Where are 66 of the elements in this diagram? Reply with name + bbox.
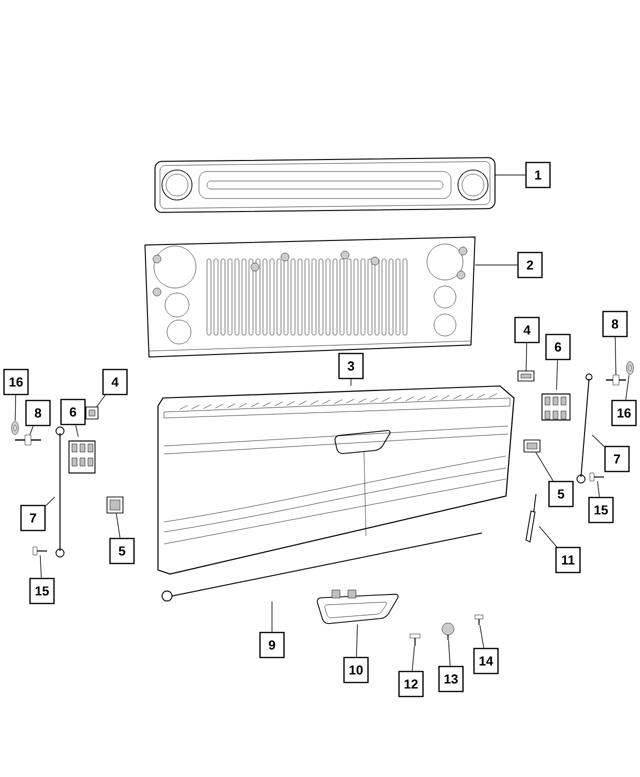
leader-line	[96, 394, 106, 408]
callout-number: 7	[604, 446, 630, 472]
leader-line	[614, 336, 616, 376]
leader-line	[480, 624, 484, 648]
bolt-drawing	[32, 546, 48, 556]
callout-number: 7	[20, 504, 46, 532]
leader-line	[30, 426, 34, 436]
callout-number: 14	[473, 648, 499, 674]
leader-line	[14, 394, 16, 422]
clip-drawing	[524, 440, 540, 452]
leader-line	[597, 480, 600, 498]
clip-drawing	[86, 406, 98, 420]
callout-number: 8	[25, 400, 51, 426]
leader-line	[474, 264, 518, 266]
screw-drawing	[410, 634, 420, 646]
callout-number: 6	[60, 398, 86, 426]
tailgate-drawing	[157, 385, 515, 575]
leader-line	[116, 512, 120, 538]
washer-drawing	[11, 421, 19, 435]
leader-line	[538, 526, 558, 548]
screw-drawing	[474, 614, 484, 626]
leader-line	[625, 374, 630, 400]
leader-line	[40, 554, 42, 578]
pin-drawing	[606, 374, 626, 386]
cable-drawing	[56, 426, 64, 558]
leader-line	[350, 378, 352, 386]
callout-number: 5	[109, 538, 135, 564]
callout-number: 3	[338, 352, 364, 380]
callout-number: 2	[517, 252, 543, 278]
callout-number: 10	[343, 656, 369, 684]
latch-drawing	[542, 394, 570, 420]
leader-line	[45, 496, 56, 506]
callout-number: 15	[29, 578, 55, 604]
leader-line	[356, 624, 358, 658]
leader-line	[535, 452, 554, 482]
latch-drawing	[68, 440, 96, 474]
washer-drawing	[626, 361, 634, 375]
leader-line	[448, 640, 450, 666]
leader-line	[526, 342, 528, 372]
clip-drawing	[106, 496, 124, 514]
leader-line	[412, 646, 415, 672]
callout-number: 11	[555, 546, 581, 574]
nut-drawing	[442, 622, 454, 640]
leader-line	[592, 434, 605, 448]
leader-line	[494, 174, 526, 176]
callout-number: 8	[602, 310, 628, 338]
callout-number: 4	[514, 316, 540, 344]
callout-number: 1	[525, 162, 551, 188]
handle-drawing	[316, 590, 399, 624]
callout-number: 6	[545, 334, 571, 360]
callout-number: 12	[398, 670, 424, 698]
callout-number: 16	[3, 368, 29, 396]
callout-number: 9	[259, 632, 285, 658]
bolt-drawing	[590, 472, 604, 482]
leader-line	[556, 360, 558, 390]
rod-drawing	[162, 532, 482, 602]
pin-drawing	[15, 434, 41, 446]
callout-number: 15	[588, 496, 614, 524]
callout-number: 4	[102, 368, 128, 396]
trim-panel-drawing	[154, 157, 496, 213]
clip-drawing	[518, 370, 534, 382]
callout-number: 5	[548, 480, 574, 508]
callout-number: 13	[438, 666, 464, 692]
cable-drawing	[576, 374, 592, 484]
callout-number: 16	[611, 400, 637, 426]
leader-line	[75, 424, 79, 438]
